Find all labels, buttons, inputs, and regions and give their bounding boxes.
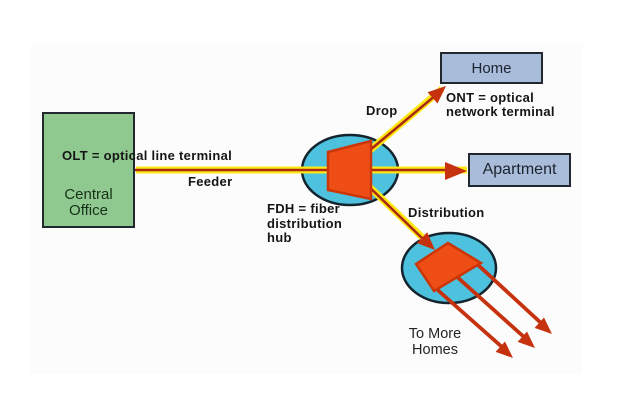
olt-definition-label: OLT = optical line terminal	[62, 148, 233, 163]
to-more-homes-line1: To More	[408, 326, 462, 342]
distribution-label: Distribution	[408, 205, 485, 220]
fanout-arrowhead-2	[517, 331, 535, 348]
fdh-splitter-trapezoid	[326, 139, 373, 201]
apartment-label: Apartment	[482, 161, 557, 178]
central-office-node: Central Office	[42, 112, 135, 228]
distribution-splitter-trapezoid	[414, 241, 484, 293]
ont-label-line1: ONT = optical	[446, 90, 535, 105]
ont-label-line2: network terminal	[446, 103, 555, 119]
drop-arrowhead	[427, 86, 446, 104]
home-label: Home	[471, 59, 512, 77]
fdh-label-line3: hub	[267, 230, 292, 245]
apartment-node: Apartment	[468, 153, 571, 187]
fdh-definition-label: FDH = fiber distribution hub	[267, 201, 343, 246]
ont-definition-label: ONT = optical network terminal	[446, 91, 555, 118]
fdh-label-line2: distribution	[267, 215, 343, 231]
feeder-label: Feeder	[188, 174, 233, 189]
fanout-arrowhead-3	[534, 317, 552, 334]
apartment-arrowhead	[445, 162, 467, 180]
to-more-homes-arrows	[430, 262, 552, 358]
fanout-arrow-line-3	[475, 262, 543, 325]
fdh-label-line1: FDH = fiber	[267, 201, 341, 216]
central-office-label-line1: Central	[64, 186, 113, 203]
central-office-label-line2: Office	[69, 202, 108, 219]
fanout-arrowhead-1	[495, 341, 513, 358]
distribution-arrowhead	[416, 232, 435, 250]
fanout-arrow-line-1	[430, 283, 504, 349]
drop-label: Drop	[366, 103, 398, 118]
to-more-homes-line2: Homes	[412, 341, 458, 358]
fanout-arrow-line-2	[454, 274, 526, 339]
to-more-homes-label: To More Homes	[396, 326, 474, 358]
home-node: Home	[440, 52, 543, 84]
